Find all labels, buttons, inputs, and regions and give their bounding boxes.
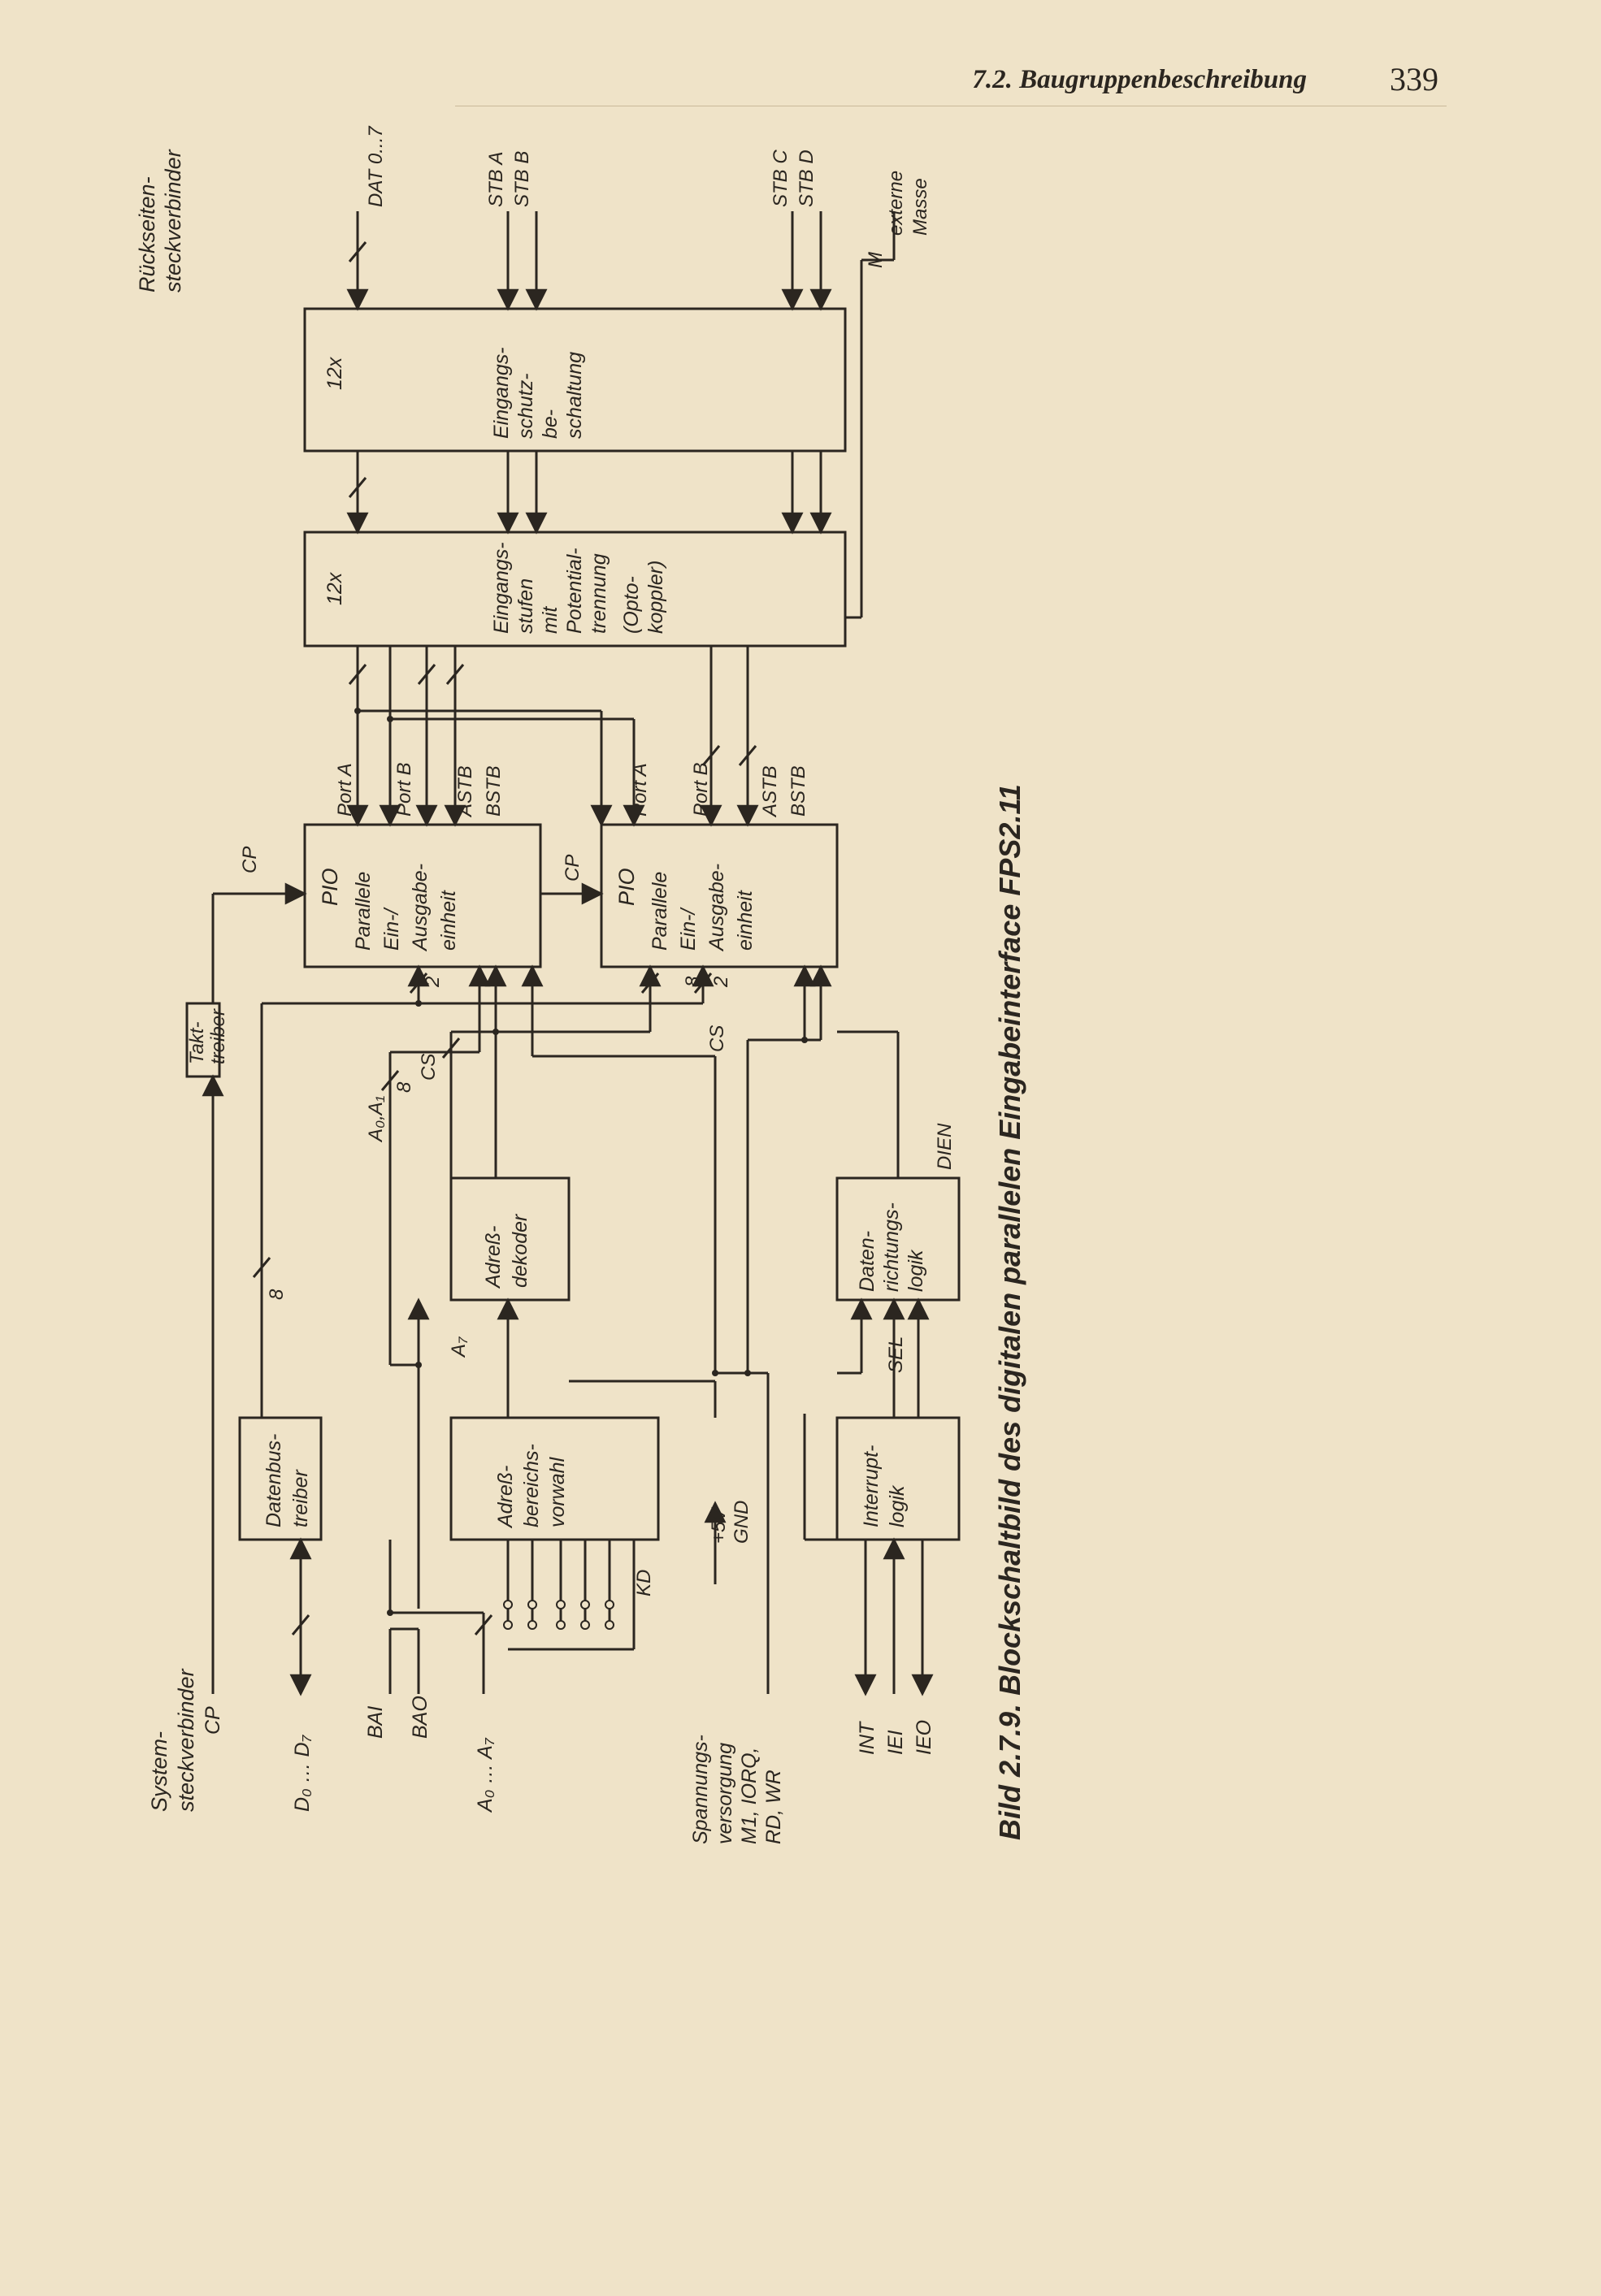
- label-port-b-1: Port B: [393, 762, 415, 817]
- label-stb-c: STB C: [770, 149, 792, 207]
- label-2-pio1: 2: [422, 977, 444, 988]
- label-cp-input: CP: [202, 1706, 224, 1735]
- label-rear-connector: Rückseiten-: [135, 176, 159, 292]
- schutz-label-4: be-: [539, 409, 562, 439]
- datenbustreiber-block: [238, 1416, 323, 1541]
- kd-switch-contacts: [503, 1600, 614, 1630]
- label-stb-a: STB A: [485, 152, 507, 207]
- eingangsstufen-label-5: Potential-: [563, 548, 586, 634]
- label-system-connector-2: steckverbinder: [174, 1668, 198, 1812]
- schutz-label-5: schaltung: [563, 352, 586, 439]
- label-control-1: M1, IORQ,: [738, 1748, 761, 1844]
- eingangsstufen-label-4: mit: [539, 606, 562, 634]
- label-2-pio2: 2: [710, 977, 732, 988]
- label-sel: SEL: [885, 1336, 907, 1373]
- eingangsstufen-label-3: stufen: [514, 578, 537, 634]
- label-bstb-1: BSTB: [483, 765, 505, 817]
- label-bao: BAO: [409, 1696, 432, 1739]
- interrupt-label-1: Interrupt-: [860, 1445, 883, 1527]
- datenbustreiber-label-2: treiber: [289, 1468, 312, 1527]
- adressdekoder-label-1: Adreß-: [482, 1226, 505, 1289]
- label-ieo: IEO: [913, 1720, 935, 1755]
- schutz-label-3: schutz-: [514, 373, 537, 439]
- pio2-label-3: Ein-/: [677, 907, 700, 951]
- label-cp-pio2: CP: [562, 855, 584, 882]
- label-externe: externe: [885, 171, 907, 236]
- label-power: Spannungs-: [689, 1735, 712, 1844]
- pio1-label-4: Ausgabe-: [409, 864, 432, 952]
- adressvorwahl-label-1: Adreß-: [494, 1466, 517, 1529]
- label-stb-d: STB D: [796, 149, 818, 207]
- page-number: 339: [1390, 61, 1438, 97]
- section-title: 7.2. Baugruppenbeschreibung: [972, 65, 1307, 94]
- label-int: INT: [856, 1721, 879, 1755]
- pio2-label-2: Parallele: [649, 872, 671, 951]
- datenrichtung-label-1: Daten-: [856, 1231, 879, 1292]
- label-bstb-2: BSTB: [787, 765, 809, 817]
- junction-dots: [354, 708, 808, 1616]
- label-plus-5v: +5V: [708, 1507, 730, 1544]
- pio1-label-2: Parallele: [352, 872, 375, 951]
- eingangsstufen-label-6: trennung: [588, 553, 610, 634]
- pio1-label-3: Ein-/: [380, 907, 403, 951]
- eingangsstufen-label-2: Eingangs-: [490, 542, 513, 634]
- adressvorwahl-label-2: bereichs-: [520, 1444, 543, 1527]
- eingangsstufen-block: [303, 531, 847, 648]
- label-8-pio2: 8: [682, 976, 704, 987]
- interrupt-label-2: logik: [886, 1484, 909, 1527]
- schutz-block: [303, 307, 847, 453]
- label-cs-1: CS: [418, 1054, 440, 1081]
- label-a0a1: A₀,A₁: [365, 1096, 387, 1143]
- takttreiber-label-1: Takt-: [186, 1022, 208, 1064]
- schutz-label-2: Eingangs-: [490, 347, 513, 439]
- label-address-bus: A₀ … A₇: [474, 1737, 497, 1813]
- eingangsstufen-label-8: koppler): [644, 561, 667, 634]
- label-port-a-2: Port A: [629, 763, 651, 817]
- takttreiber-label-2: treiber: [207, 1008, 229, 1064]
- label-masse: Masse: [909, 178, 931, 236]
- adressdekoder-label-2: dekoder: [509, 1213, 531, 1288]
- label-astb-1: ASTB: [454, 765, 476, 818]
- label-control-2: RD, WR: [762, 1770, 785, 1844]
- label-astb-2: ASTB: [759, 765, 781, 818]
- label-iei: IEI: [884, 1730, 907, 1755]
- label-dat: DAT 0...7: [365, 125, 387, 207]
- pio2-label-1: PIO: [614, 868, 639, 906]
- label-bai: BAI: [364, 1706, 387, 1739]
- adressvorwahl-label-3: vorwahl: [546, 1456, 569, 1527]
- label-stb-b: STB B: [511, 151, 533, 207]
- datenrichtung-label-2: richtungs-: [880, 1202, 903, 1292]
- figure-caption: Bild 2.7.9. Blockschaltbild des digitale…: [993, 784, 1026, 1840]
- label-cp-pio1: CP: [239, 847, 261, 873]
- label-gnd: GND: [731, 1501, 753, 1544]
- label-m: M: [865, 252, 887, 268]
- label-power-2: versorgung: [714, 1743, 736, 1844]
- schutz-label-1: 12x: [323, 356, 346, 390]
- pio2-label-4: Ausgabe-: [705, 864, 728, 952]
- page-header: 7.2. Baugruppenbeschreibung 339: [0, 61, 1601, 122]
- eingangsstufen-label-1: 12x: [323, 571, 346, 605]
- adressvorwahl-block: [449, 1416, 660, 1541]
- label-port-a-1: Port A: [334, 763, 356, 817]
- pio1-label-5: einheit: [437, 890, 460, 951]
- datenbustreiber-label-1: Datenbus-: [262, 1434, 285, 1527]
- label-kd: KD: [633, 1570, 655, 1596]
- wiring: [185, 211, 961, 1696]
- pio2-label-5: einheit: [734, 890, 757, 951]
- label-a7: A₇: [448, 1336, 470, 1358]
- label-data-bus: D₀ … D₇: [291, 1734, 314, 1812]
- label-system-connector: System-: [147, 1731, 171, 1812]
- rotated-labels: Bild 2.7.9. Blockschaltbild des digitale…: [135, 125, 1026, 1844]
- label-cs-2: CS: [706, 1025, 728, 1052]
- label-8-databus: 8: [266, 1289, 288, 1300]
- datenrichtung-label-3: logik: [905, 1249, 927, 1292]
- label-dien: DIEN: [934, 1123, 956, 1170]
- label-port-b-2: Port B: [690, 762, 712, 817]
- eingangsstufen-label-7: (Opto-: [620, 576, 643, 634]
- label-rear-connector-2: steckverbinder: [161, 149, 185, 292]
- pio1-label-1: PIO: [318, 868, 342, 906]
- label-8-pio1: 8: [393, 1081, 415, 1093]
